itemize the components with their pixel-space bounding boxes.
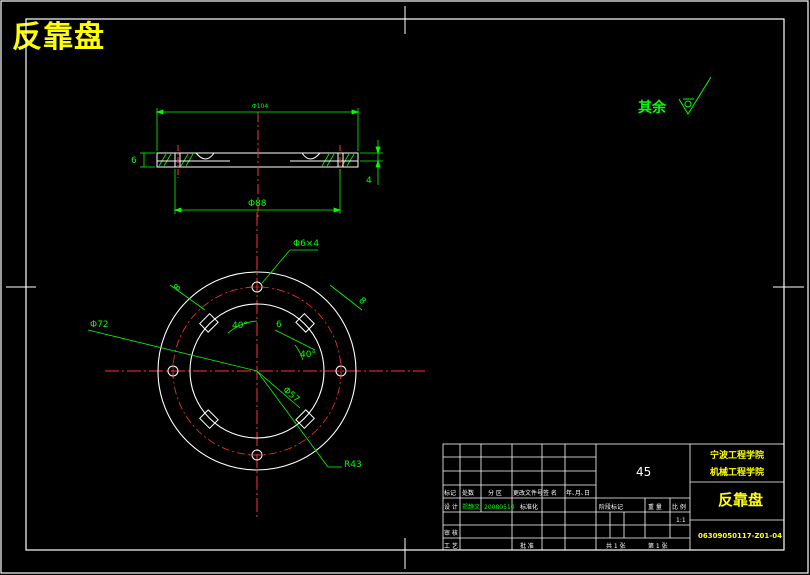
- roughness-symbol: [678, 76, 712, 115]
- dim-outer-dia: Φ72: [90, 320, 109, 330]
- title-block: [442, 443, 785, 551]
- tb-weight-label: 重 量: [648, 503, 662, 511]
- tb-row-process: 工 艺: [444, 542, 458, 550]
- tb-row-design: 设 计: [444, 503, 458, 511]
- dim-slot-depth: 6: [276, 320, 282, 330]
- inner-frame: [25, 18, 785, 551]
- tb-designer: 郑静文: [462, 503, 480, 511]
- tb-row-std: 标准化: [520, 503, 538, 511]
- dim-height-left: 6: [131, 156, 137, 166]
- tb-material: 45: [636, 465, 651, 479]
- dim-angle-right: 40°: [300, 350, 316, 360]
- tb-row-approve: 批 准: [520, 542, 534, 550]
- tb-scale: 1:1: [676, 517, 686, 524]
- tb-hdr-qty: 处数: [462, 489, 474, 497]
- dim-hole-callout: Φ6×4: [293, 239, 319, 249]
- tb-school-1: 宁波工程学院: [710, 449, 764, 461]
- dim-top-width: Φ104: [252, 103, 268, 110]
- tb-hdr-docno: 更改文件号: [513, 489, 543, 497]
- dim-slot-width-left: 8: [172, 282, 183, 293]
- tb-scale-label: 比 例: [672, 503, 686, 511]
- dim-pcd: Φ57: [281, 385, 302, 405]
- tb-sheet-no: 第 1 张: [648, 542, 668, 550]
- section-view: Φ104 Φ88 6 4: [131, 103, 383, 218]
- tb-hdr-zone: 分 区: [488, 489, 502, 497]
- plan-view: Φ6×4 Φ72 8 8 6 40° 40° Φ57 R43: [87, 212, 425, 520]
- tb-part-name: 反靠盘: [718, 491, 763, 509]
- dim-radius: R43: [344, 460, 362, 470]
- tb-hdr-mark: 标记: [444, 489, 456, 497]
- dim-height-right: 4: [366, 176, 372, 186]
- dim-bottom-width: Φ88: [248, 199, 267, 209]
- surface-note: 其余: [638, 99, 667, 116]
- drawing-title: 反靠盘: [12, 20, 105, 55]
- tb-sheets-total: 共 1 张: [606, 542, 626, 550]
- tb-hdr-date: 年､月､日: [566, 489, 590, 497]
- tb-hdr-sign: 签 名: [543, 489, 557, 497]
- tb-stage-label: 阶段标记: [599, 503, 623, 511]
- tb-row-review: 审 核: [444, 529, 458, 537]
- tb-drawing-no: 06309050117-Z01-04: [698, 532, 782, 540]
- dim-slot-width-right: 8: [356, 296, 367, 307]
- dim-angle-left: 40°: [232, 321, 248, 331]
- tb-school-2: 机械工程学院: [710, 466, 764, 478]
- tb-design-date: 20080510: [484, 504, 515, 511]
